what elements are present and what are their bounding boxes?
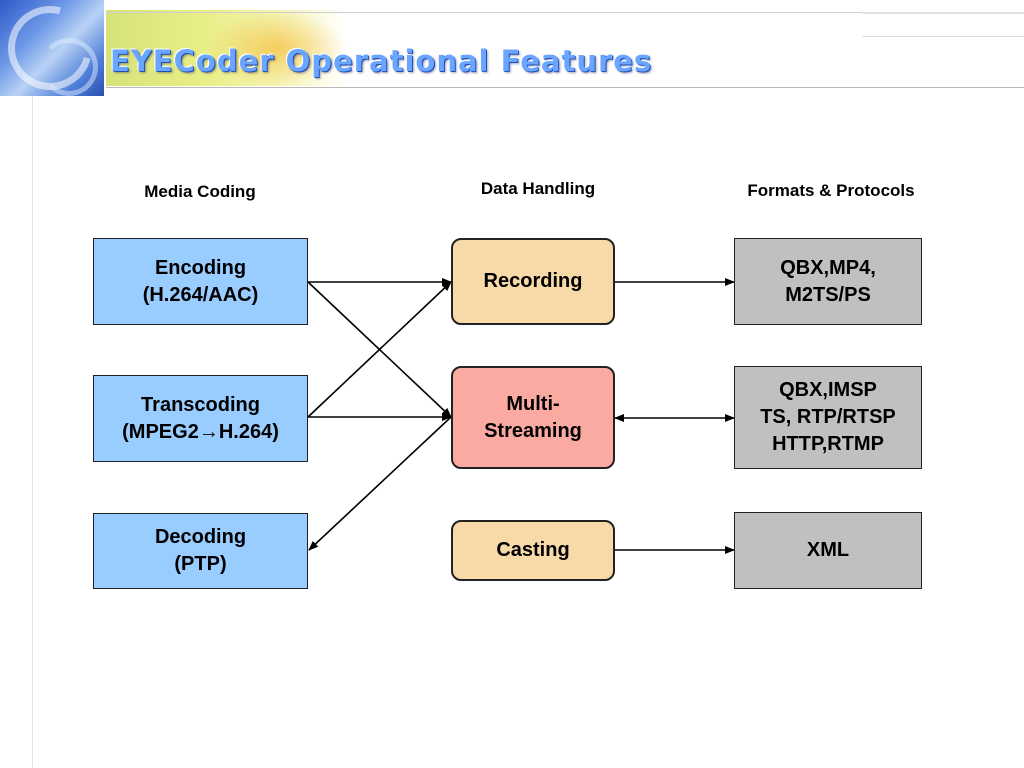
node-casting: Casting (451, 520, 615, 581)
node-recording: Recording (451, 238, 615, 325)
node-decoding: Decoding (PTP) (93, 513, 308, 589)
page-title: EYECoder Operational Features (110, 44, 653, 78)
header-rule-top (106, 12, 1024, 13)
node-formats-casting: XML (734, 512, 922, 589)
edge-multi-streaming-to-decoding (308, 416, 452, 551)
column-heading-formats-protocols: Formats & Protocols (747, 181, 915, 200)
node-formats-streaming-line-3: HTTP,RTMP (772, 433, 884, 455)
node-encoding: Encoding (H.264/AAC) (93, 238, 308, 325)
node-formats-recording-line-2: M2TS/PS (785, 283, 871, 306)
header-rule-bottom (106, 87, 1024, 88)
node-casting-line-1: Casting (496, 539, 570, 561)
node-transcoding-line-2: (MPEG2→H.264) (122, 420, 279, 443)
node-formats-streaming-line-1: QBX,IMSP (779, 379, 877, 401)
logo-swirl-inner (40, 38, 98, 96)
node-transcoding: Transcoding (MPEG2→H.264) (93, 375, 308, 462)
node-multi-streaming-line-1: Multi- (506, 392, 560, 415)
node-encoding-line-1: Encoding (154, 256, 247, 279)
edge-transcoding-to-recording (307, 281, 452, 418)
header-rule-right (862, 12, 1024, 14)
node-formats-streaming: QBX,IMSP TS, RTP/RTSP HTTP,RTMP (734, 366, 922, 469)
node-formats-streaming-line-2: TS, RTP/RTSP (760, 406, 896, 428)
node-formats-recording-line-1: QBX,MP4, (780, 256, 876, 279)
node-multi-streaming: Multi- Streaming (451, 366, 615, 469)
node-multi-streaming-line-2: Streaming (484, 419, 582, 442)
header-highlight (206, 10, 346, 86)
header-logo (0, 0, 104, 96)
node-transcoding-line-1: Transcoding (141, 393, 260, 416)
node-decoding-line-1: Decoding (154, 526, 247, 548)
column-heading-data-handling: Data Handling (480, 179, 596, 198)
node-decoding-line-2: (PTP) (174, 553, 227, 575)
header-band (106, 10, 346, 86)
node-encoding-line-2: (H.264/AAC) (142, 283, 259, 306)
node-formats-casting-line-1: XML (806, 539, 850, 561)
left-margin-rule (32, 96, 33, 768)
column-heading-media-coding: Media Coding (144, 182, 256, 201)
header-rule-right-lower (862, 36, 1024, 37)
node-recording-line-1: Recording (483, 270, 583, 292)
node-formats-recording: QBX,MP4, M2TS/PS (734, 238, 922, 325)
